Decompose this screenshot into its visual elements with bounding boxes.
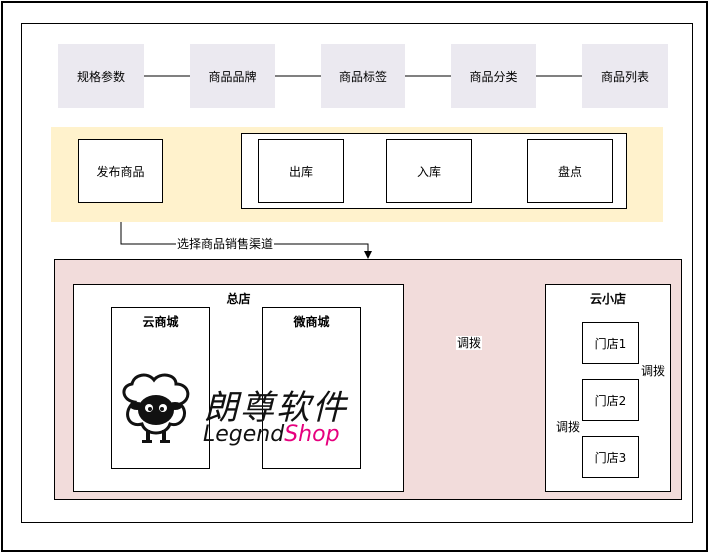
logo-text-en-part1: Legend (203, 422, 285, 447)
inner-frame (21, 23, 693, 523)
logo-text-en: LegendShop (203, 422, 340, 447)
node-store-2: 门店2 (582, 379, 639, 421)
node-spec-params: 规格参数 (58, 44, 144, 108)
node-product-list: 商品列表 (582, 44, 668, 108)
node-store-3: 门店3 (582, 436, 639, 478)
channel-label: 选择商品销售渠道 (176, 237, 275, 251)
transfer-label-left: 调拨 (555, 420, 582, 434)
node-brand: 商品品牌 (190, 44, 275, 108)
node-stock-in: 入库 (386, 139, 472, 203)
node-store-1: 门店1 (582, 322, 639, 364)
wechat-mall-box (262, 307, 361, 469)
transfer-label-main: 调拨 (456, 336, 483, 350)
node-tags: 商品标签 (321, 44, 405, 108)
node-publish: 发布商品 (78, 139, 163, 203)
transfer-label-right: 调拨 (640, 364, 667, 378)
cloud-mall-title: 云商城 (142, 315, 179, 329)
logo-text-cn: 朗尊软件 (204, 388, 348, 428)
sheep-logo-icon (122, 373, 190, 443)
logo-text-en-part2: Shop (284, 422, 340, 447)
wechat-mall-title: 微商城 (293, 315, 330, 329)
node-category: 商品分类 (451, 44, 536, 108)
node-inventory: 盘点 (527, 139, 613, 203)
small-store-title: 云小店 (589, 292, 626, 306)
headquarters-title: 总店 (226, 292, 251, 306)
node-stock-out: 出库 (258, 139, 344, 203)
